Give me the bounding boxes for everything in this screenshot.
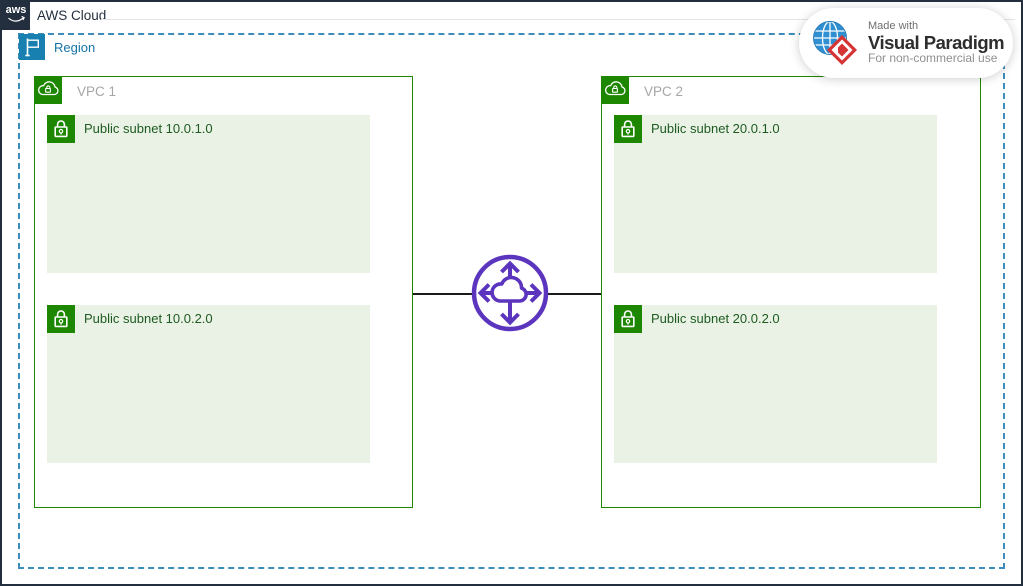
subnet-label: Public subnet 10.0.2.0 (84, 311, 213, 326)
aws-logo-text: aws (5, 4, 27, 16)
visual-paradigm-globe-icon (813, 21, 857, 65)
vpc-cloud-lock-icon (601, 76, 629, 104)
subnet-20-0-1-0: Public subnet 20.0.1.0 (614, 115, 937, 273)
aws-logo-icon: aws (2, 2, 30, 30)
padlock-icon (47, 115, 75, 143)
visual-paradigm-watermark[interactable]: Made with Visual Paradigm For non-commer… (799, 8, 1013, 78)
region-label: Region (54, 40, 96, 55)
connection-line-vpc1-gateway (413, 293, 473, 295)
padlock-icon (614, 305, 642, 333)
subnet-10-0-1-0: Public subnet 10.0.1.0 (47, 115, 370, 273)
header-divider (101, 19, 1015, 20)
vpc-1-label: VPC 1 (77, 84, 117, 99)
aws-cloud-title: AWS Cloud (37, 8, 107, 23)
region-flag-icon (19, 34, 45, 60)
subnet-label: Public subnet 20.0.1.0 (651, 121, 780, 136)
padlock-icon (47, 305, 75, 333)
subnet-label: Public subnet 10.0.1.0 (84, 121, 213, 136)
vpc-2-container: VPC 2 Public subnet 20.0.1.0 (601, 76, 981, 508)
aws-smile-icon (8, 16, 25, 22)
vpc-cloud-lock-icon (34, 76, 62, 104)
watermark-license: For non-commercial use (868, 51, 998, 66)
subnet-20-0-2-0: Public subnet 20.0.2.0 (614, 305, 937, 463)
region-container (18, 33, 1005, 569)
transit-gateway-icon (471, 254, 549, 332)
subnet-10-0-2-0: Public subnet 10.0.2.0 (47, 305, 370, 463)
vpc-1-container: VPC 1 Public subnet 10.0.1.0 (34, 76, 413, 508)
padlock-icon (614, 115, 642, 143)
connection-line-gateway-vpc2 (547, 293, 601, 295)
watermark-made-with: Made with (868, 20, 919, 33)
vpc-2-label: VPC 2 (644, 84, 684, 99)
subnet-label: Public subnet 20.0.2.0 (651, 311, 780, 326)
watermark-brand: Visual Paradigm (868, 31, 1005, 53)
